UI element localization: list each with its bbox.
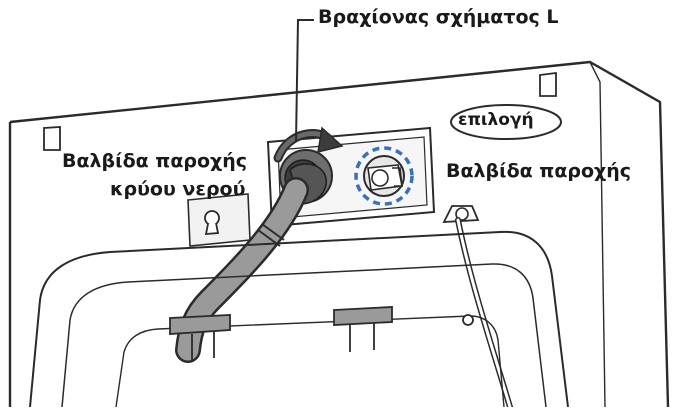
label-l-bracket: Βραχίονας σχήματος L [318,6,559,28]
dashed-highlight-circle [354,146,414,206]
option-oval [450,104,562,140]
supply-line-fitting [442,205,513,410]
label-option: επιλογή [458,110,534,130]
keyhole-plate [187,193,251,247]
label-supply-valve: Βαλβίδα παροχής [446,160,632,182]
curved-arrow-icon [273,126,344,163]
supply-valve-port [354,146,414,206]
lower-frame [29,230,569,408]
label-cold-valve-line2: κρύου νερού [110,178,246,200]
leader-line-l-bracket [295,19,314,143]
lower-clips [169,306,474,360]
machine-panel [8,60,670,408]
mounting-tabs [43,71,557,151]
keyhole-icon [204,210,220,235]
label-cold-valve-line1: Βαλβίδα παροχής [62,150,248,172]
